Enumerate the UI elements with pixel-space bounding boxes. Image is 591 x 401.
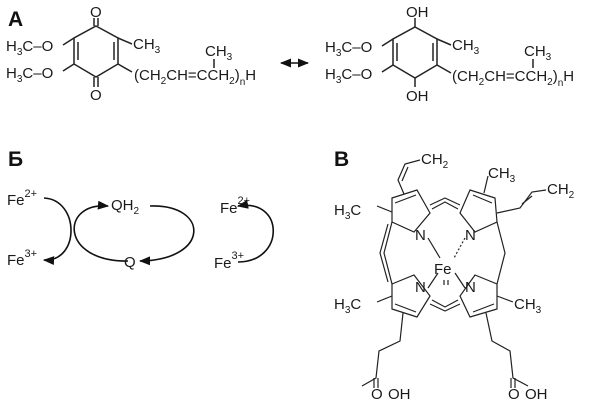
methoxy-bottom-label-reduced: H3C–O xyxy=(325,66,372,86)
panel-label-b: Б xyxy=(8,148,23,171)
acid-left-oxygen: O xyxy=(371,386,383,401)
quinone-oxygen-bottom: O xyxy=(90,87,102,104)
chain-methyl-label-reduced: CH3 xyxy=(524,43,552,63)
ring-methyl-label: CH3 xyxy=(133,36,161,56)
isoprenoid-chain-label-reduced: (CH2CH=CCH2)nH xyxy=(452,68,574,89)
iron-center-label: Fe xyxy=(434,261,452,278)
methyl-left-top-label: H3C xyxy=(334,202,361,222)
vinyl-top-label: CH2 xyxy=(421,151,449,171)
pyrrole-nitrogen-top-left: N xyxy=(415,227,426,244)
methoxy-top-label: H3C–O xyxy=(6,38,53,58)
ferrous-ion-right: Fe2+ xyxy=(220,195,250,217)
isoprenoid-chain-label: (CH2CH=CCH2)nH xyxy=(134,67,256,88)
hydroquinone-hydroxyl-top: OH xyxy=(406,4,429,21)
methyl-top-label: CH3 xyxy=(488,165,516,185)
heme-structure xyxy=(361,159,547,388)
ubiquinol-structure xyxy=(381,18,534,87)
pyrrole-nitrogen-bottom-right: N xyxy=(465,279,476,296)
redox-cycle-arrows xyxy=(42,197,274,266)
hydroquinone-hydroxyl-bottom: OH xyxy=(406,88,429,105)
pyrrole-nitrogen-bottom-left: N xyxy=(415,279,426,296)
ubiquinone-label: Q xyxy=(124,254,136,271)
pyrrole-nitrogen-top-right: N xyxy=(465,227,476,244)
ring-methyl-label-reduced: CH3 xyxy=(452,37,480,57)
methyl-left-bottom-label: H3C xyxy=(334,296,361,316)
acid-right-hydroxyl: OH xyxy=(525,386,548,401)
ubiquinone-structure xyxy=(62,18,215,87)
acid-right-oxygen: O xyxy=(508,386,520,401)
methyl-right-bottom-label: CH3 xyxy=(514,296,542,316)
methoxy-top-label-reduced: H3C–O xyxy=(325,39,372,59)
acid-left-hydroxyl: OH xyxy=(388,386,411,401)
ferric-ion-left: Fe3+ xyxy=(7,248,37,269)
chain-methyl-label: CH3 xyxy=(205,43,233,63)
vinyl-right-label: CH2 xyxy=(547,181,575,201)
panel-label-c: В xyxy=(334,148,349,171)
panel-label-a: А xyxy=(8,8,23,31)
ubiquinol-label: QH2 xyxy=(111,197,140,217)
quinone-oxygen-top: O xyxy=(90,4,102,21)
ferric-ion-right: Fe3+ xyxy=(214,250,244,272)
ferrous-ion-left: Fe2+ xyxy=(7,188,37,209)
methoxy-bottom-label: H3C–O xyxy=(6,65,53,85)
